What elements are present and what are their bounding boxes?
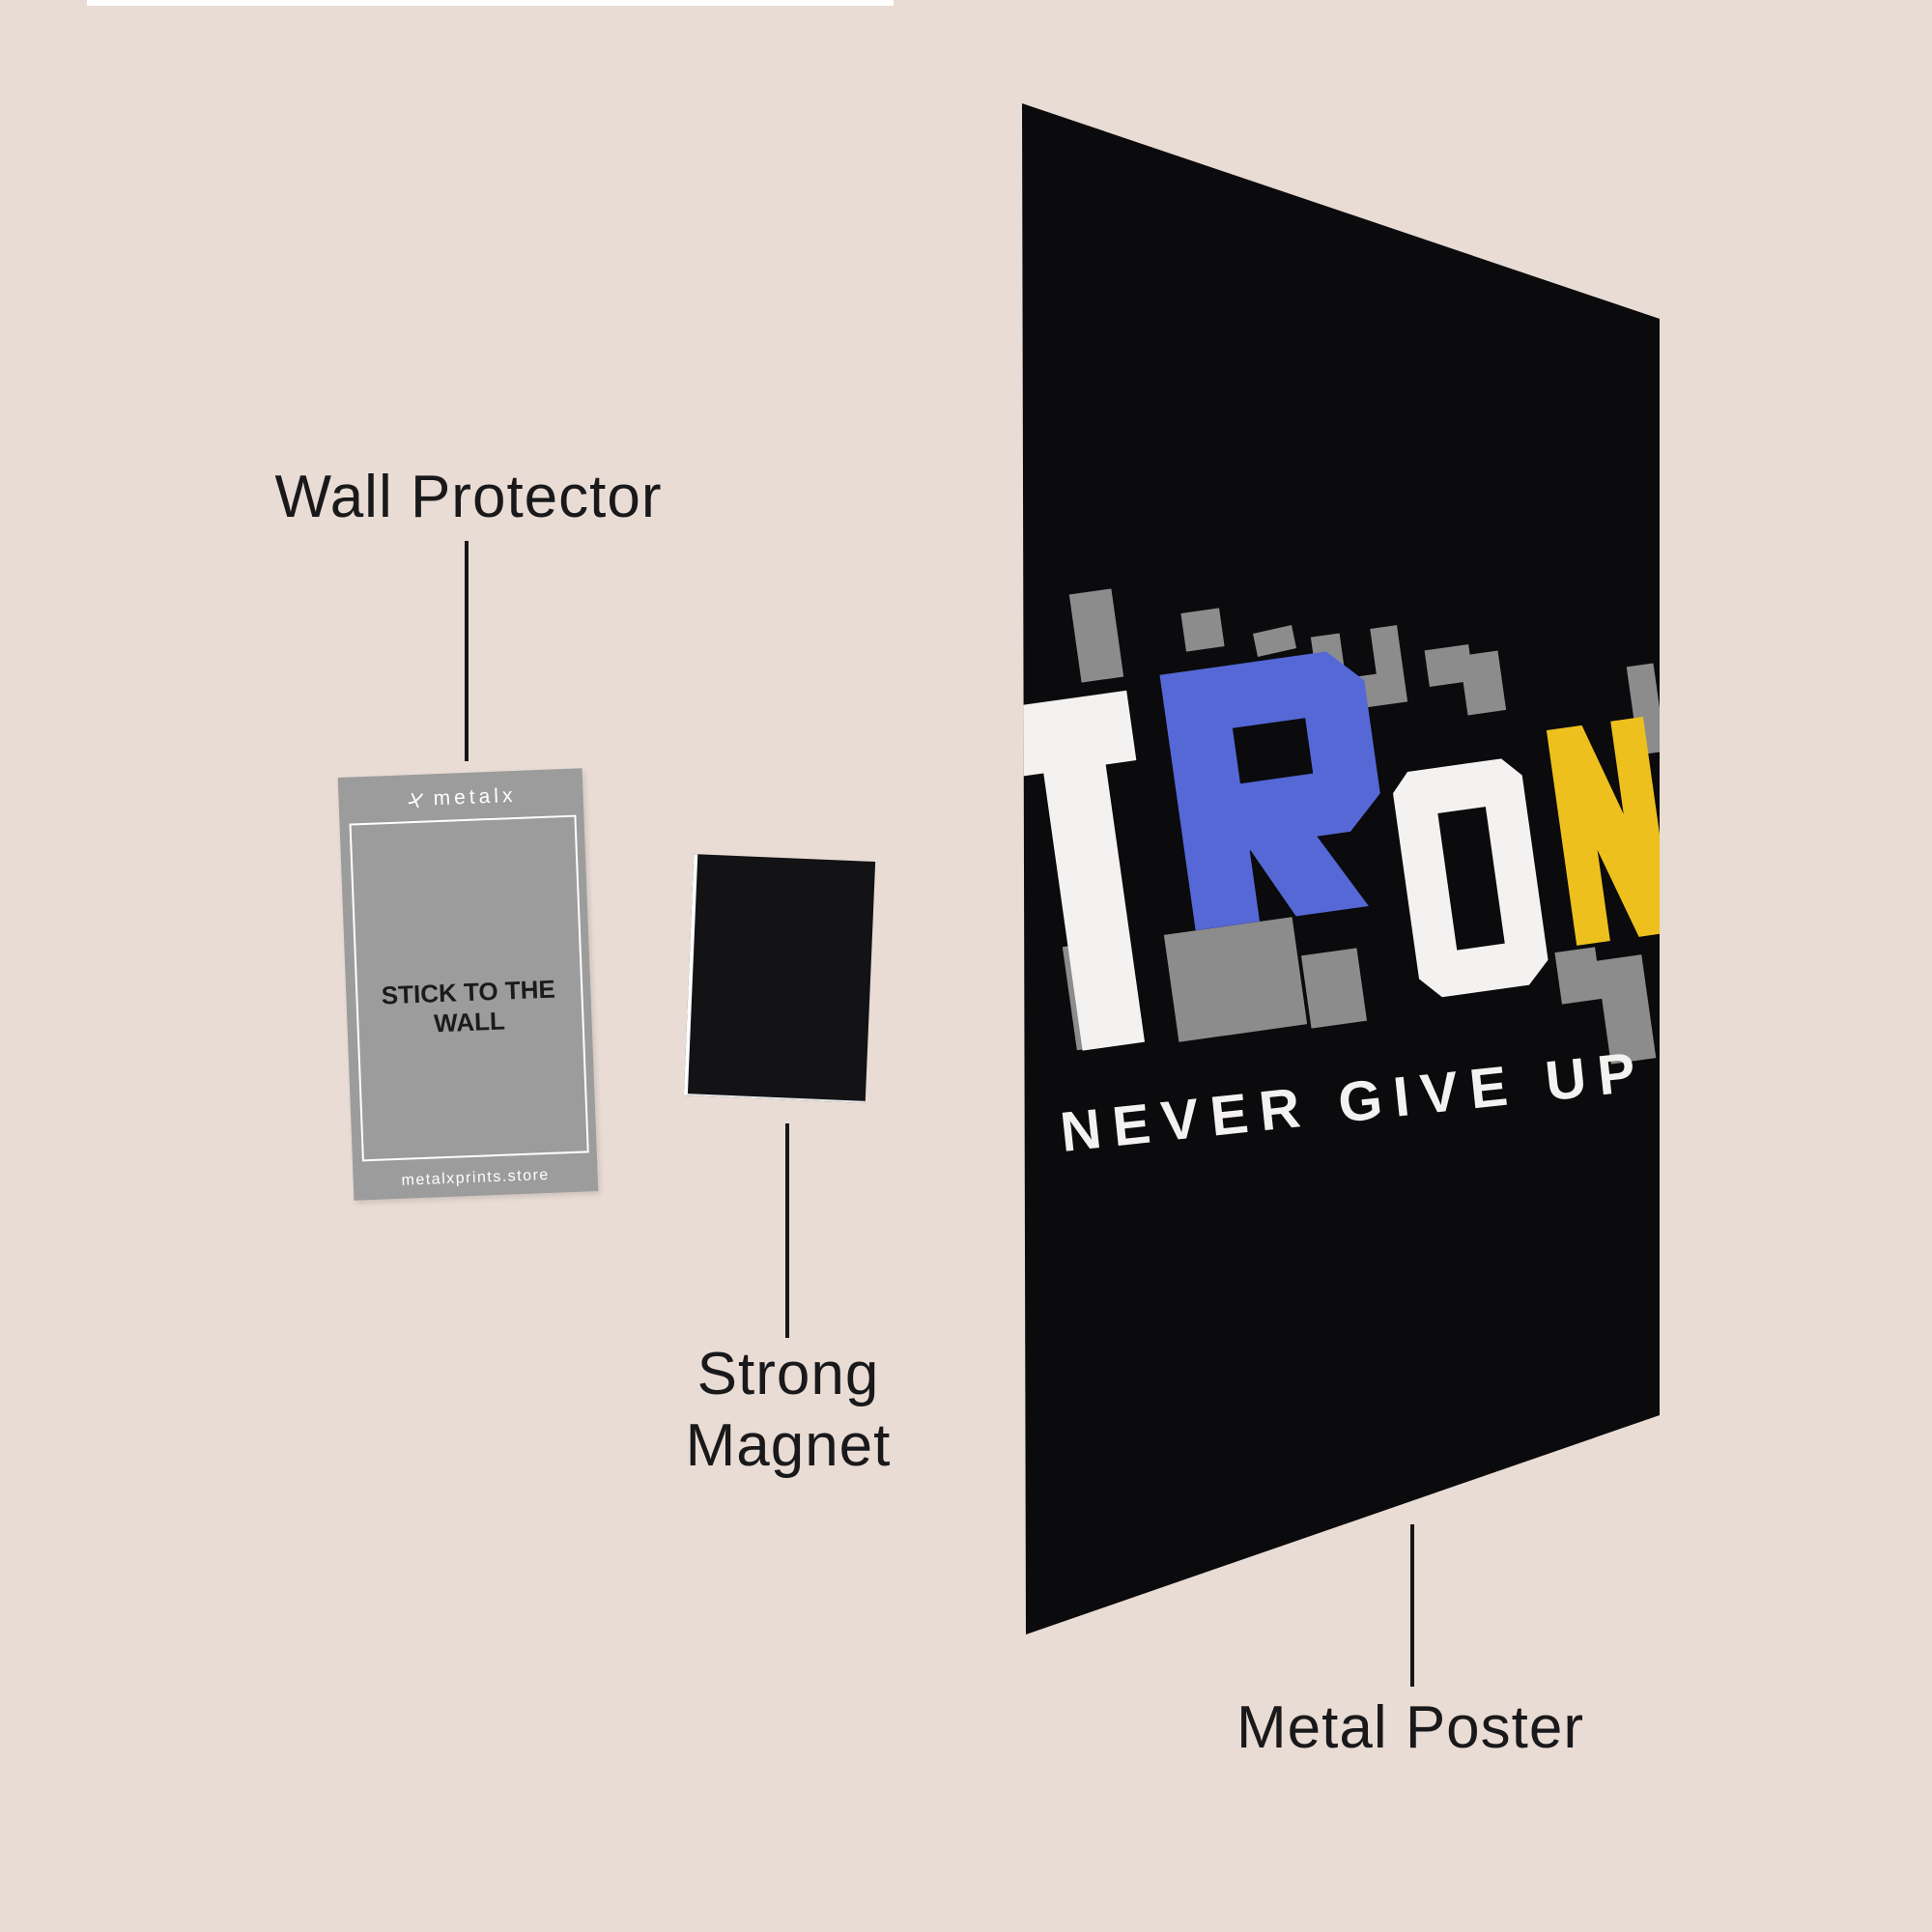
- metal-poster-leader-line: [1410, 1524, 1414, 1687]
- echo-fragment: [1062, 937, 1143, 1051]
- poster-letter-R: [1159, 651, 1380, 931]
- top-highlight-strip: [87, 0, 894, 6]
- echo-fragment: [1554, 947, 1603, 1005]
- echo-fragment: [1300, 948, 1368, 1029]
- wall-protector-leader-line: [465, 541, 469, 761]
- poster-letter-T: [1022, 690, 1146, 1051]
- strong-magnet-leader-line: [785, 1123, 789, 1338]
- poster-letter-O: [1393, 758, 1548, 998]
- wall-protector-card: metalx STICK TO THE WALL metalxprints.st…: [337, 768, 599, 1201]
- card-footer-text: metalxprints.store: [401, 1166, 551, 1189]
- metalx-logo: metalx: [338, 781, 583, 814]
- echo-fragment: [1163, 917, 1308, 1042]
- strong-magnet-label: Strong Magnet: [618, 1339, 958, 1482]
- echo-fragment: [1424, 643, 1474, 688]
- metal-poster-label: Metal Poster: [1236, 1694, 1585, 1761]
- echo-fragment: [1068, 588, 1124, 683]
- strong-magnet-label-line2: Magnet: [685, 1412, 892, 1479]
- echo-fragment: [1253, 625, 1296, 657]
- strong-magnet-label-line1: Strong: [696, 1341, 880, 1407]
- metal-poster-panel: [1022, 103, 1660, 1634]
- wall-protector-label: Wall Protector: [274, 464, 663, 530]
- metalx-logo-text: metalx: [433, 783, 517, 810]
- poster-subtitle: NEVER GIVE UP: [1058, 1040, 1650, 1164]
- strong-magnet: [683, 854, 876, 1103]
- echo-fragment-o-bottom: [1310, 625, 1408, 714]
- echo-fragment: [1596, 954, 1657, 1065]
- echo-fragment: [1180, 608, 1225, 652]
- card-center-text: STICK TO THE WALL: [381, 974, 556, 1038]
- metalx-logo-icon: [408, 792, 424, 809]
- poster-letter-N: [1546, 716, 1660, 946]
- echo-fragment: [1459, 650, 1507, 716]
- echo-fragment: [1626, 663, 1660, 755]
